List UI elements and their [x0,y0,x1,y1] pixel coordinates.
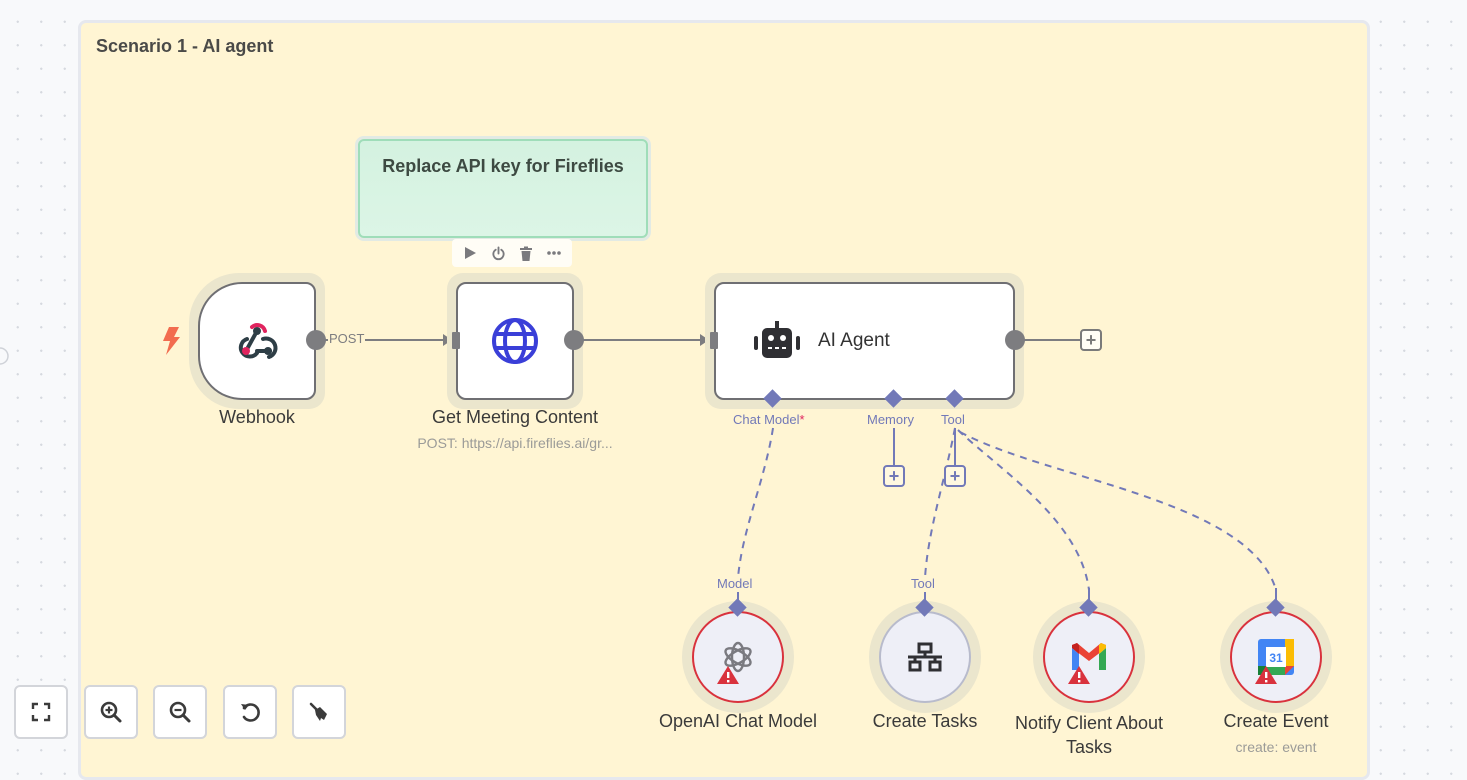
http-output-handle[interactable] [564,330,584,350]
zoom-in-button[interactable] [84,685,138,739]
delete-node-button[interactable] [515,242,537,264]
http-node-label: Get Meeting Content [431,407,599,427]
group-title: Scenario 1 - AI agent [96,36,274,56]
create-event-node-label: Create Event [1223,711,1329,731]
tool-port-label: Tool [941,412,965,427]
more-options-button[interactable] [543,242,565,264]
google-calendar-icon: 31 [1258,639,1294,675]
node-toolbar [452,239,572,267]
create-tasks-node-label: Create Tasks [872,711,978,731]
webhook-node[interactable] [198,282,316,400]
http-request-node[interactable] [456,282,574,400]
notify-client-label-line2: Tasks [1065,737,1112,757]
add-tool-button[interactable]: + [944,465,966,487]
ai-agent-node[interactable]: AI Agent [714,282,1015,400]
tidy-up-button[interactable] [292,685,346,739]
warning-icon [1068,666,1090,684]
notify-client-node-label: Notify Client About Tasks [989,711,1189,759]
memory-port-label: Memory [867,412,914,427]
add-memory-button[interactable]: + [883,465,905,487]
ellipsis-icon [547,251,561,255]
ai-agent-label: AI Agent [818,330,890,351]
openai-node[interactable] [682,601,794,713]
sticky-note-text: Replace API key for Fireflies [382,156,624,176]
webhook-node-label: Webhook [219,407,295,427]
chat-model-port-label: Chat Model* [733,412,805,427]
openai-icon [724,641,752,673]
create-event-node-subtitle: create: event [1235,739,1317,755]
required-mark: * [799,412,805,427]
zoom-out-icon [169,701,191,723]
agent-input-handle[interactable] [710,332,718,349]
reset-zoom-button[interactable] [223,685,277,739]
globe-icon [492,318,538,364]
network-icon [908,642,942,672]
broom-icon [309,702,327,721]
notify-client-node[interactable] [1033,601,1145,713]
warning-icon [1255,666,1277,684]
warning-icon [717,666,739,684]
agent-output-handle[interactable] [1005,330,1025,350]
lightning-bolt-icon [163,327,180,355]
fit-view-button[interactable] [14,685,68,739]
deactivate-node-button[interactable] [487,242,509,264]
trash-icon [520,246,532,261]
http-input-handle[interactable] [452,332,460,349]
gmail-icon [1072,643,1106,670]
execute-node-button[interactable] [459,242,481,264]
power-icon [491,245,505,260]
connection-label-post: POST [328,331,366,346]
zoom-out-button[interactable] [153,685,207,739]
calendar-day-text: 31 [1269,651,1283,665]
create-tasks-node[interactable] [869,601,981,713]
robot-icon [754,321,800,358]
webhook-output-handle[interactable] [306,330,326,350]
offscreen-node-edge [0,347,9,365]
http-node-subtitle: POST: https://api.fireflies.ai/gr... [417,435,613,451]
notify-client-label-line1: Notify Client About [1014,713,1164,733]
add-next-node-button[interactable]: + [1080,329,1102,351]
play-icon [465,247,476,259]
webhook-icon [238,323,278,359]
fullscreen-icon [31,702,51,722]
openai-node-label: OpenAI Chat Model [658,711,818,731]
sticky-note[interactable]: Replace API key for Fireflies [358,139,648,238]
undo-icon [241,703,260,722]
create-tasks-port-label: Tool [911,576,935,591]
chat-model-text: Chat Model [733,412,800,427]
create-event-node[interactable]: 31 [1220,601,1332,713]
zoom-in-icon [100,701,122,723]
openai-port-label: Model [717,576,753,591]
